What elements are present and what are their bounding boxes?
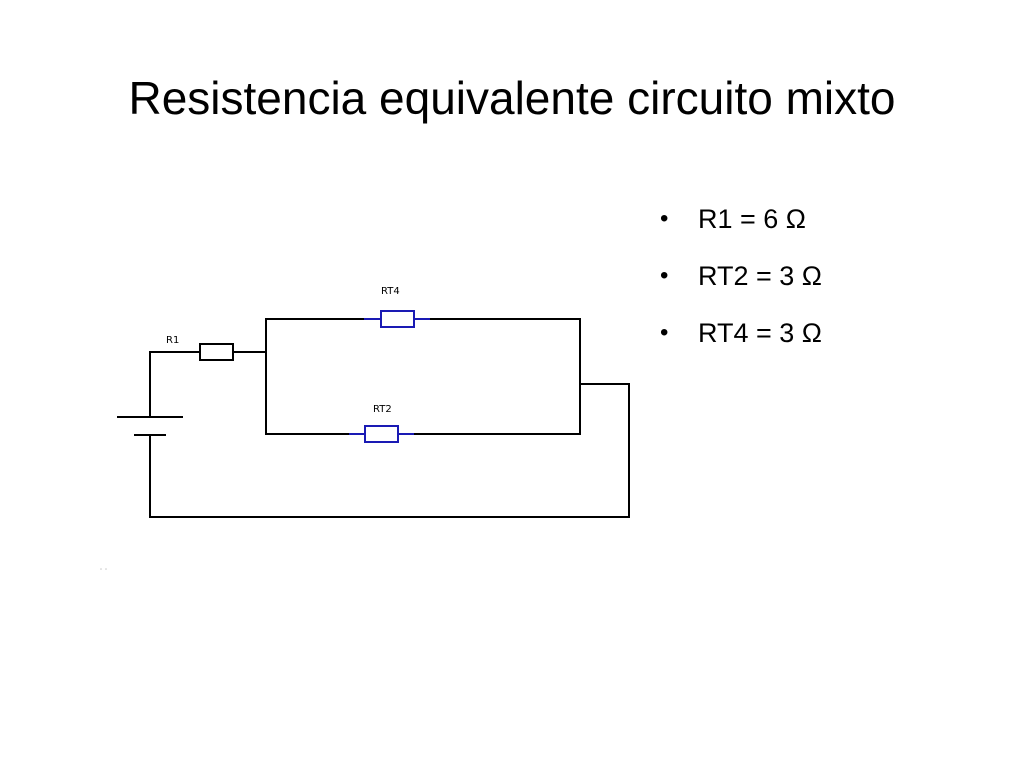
resistor-rt2 — [349, 425, 414, 443]
bullet-icon: • — [660, 261, 669, 289]
resistor-rt4 — [364, 310, 430, 328]
list-item-rt2: • RT2 = 3 Ω — [660, 247, 822, 304]
list-item-r1: • R1 = 6 Ω — [660, 190, 822, 247]
faint-dot — [100, 568, 102, 570]
label-rt4: RT4 — [381, 286, 400, 297]
list-item-text: RT4 = 3 Ω — [698, 317, 822, 348]
battery-icon — [117, 416, 183, 436]
circuit-wires — [149, 318, 630, 518]
list-item-text: RT2 = 3 Ω — [698, 260, 822, 291]
bullet-icon: • — [660, 204, 669, 232]
list-item-text: R1 = 6 Ω — [698, 203, 806, 234]
label-rt2: RT2 — [373, 404, 392, 415]
faint-dot — [105, 568, 107, 570]
wire-battery-to-r1 — [149, 351, 201, 418]
slide-title: Resistencia equivalente circuito mixto — [128, 72, 896, 124]
bullet-icon: • — [660, 318, 669, 346]
resistance-values-list: • R1 = 6 Ω • RT2 = 3 Ω • RT4 = 3 Ω — [660, 190, 822, 361]
resistor-r1 — [199, 343, 234, 361]
list-item-rt4: • RT4 = 3 Ω — [660, 304, 822, 361]
wire-return — [149, 383, 630, 518]
label-r1: R1 — [166, 335, 179, 346]
